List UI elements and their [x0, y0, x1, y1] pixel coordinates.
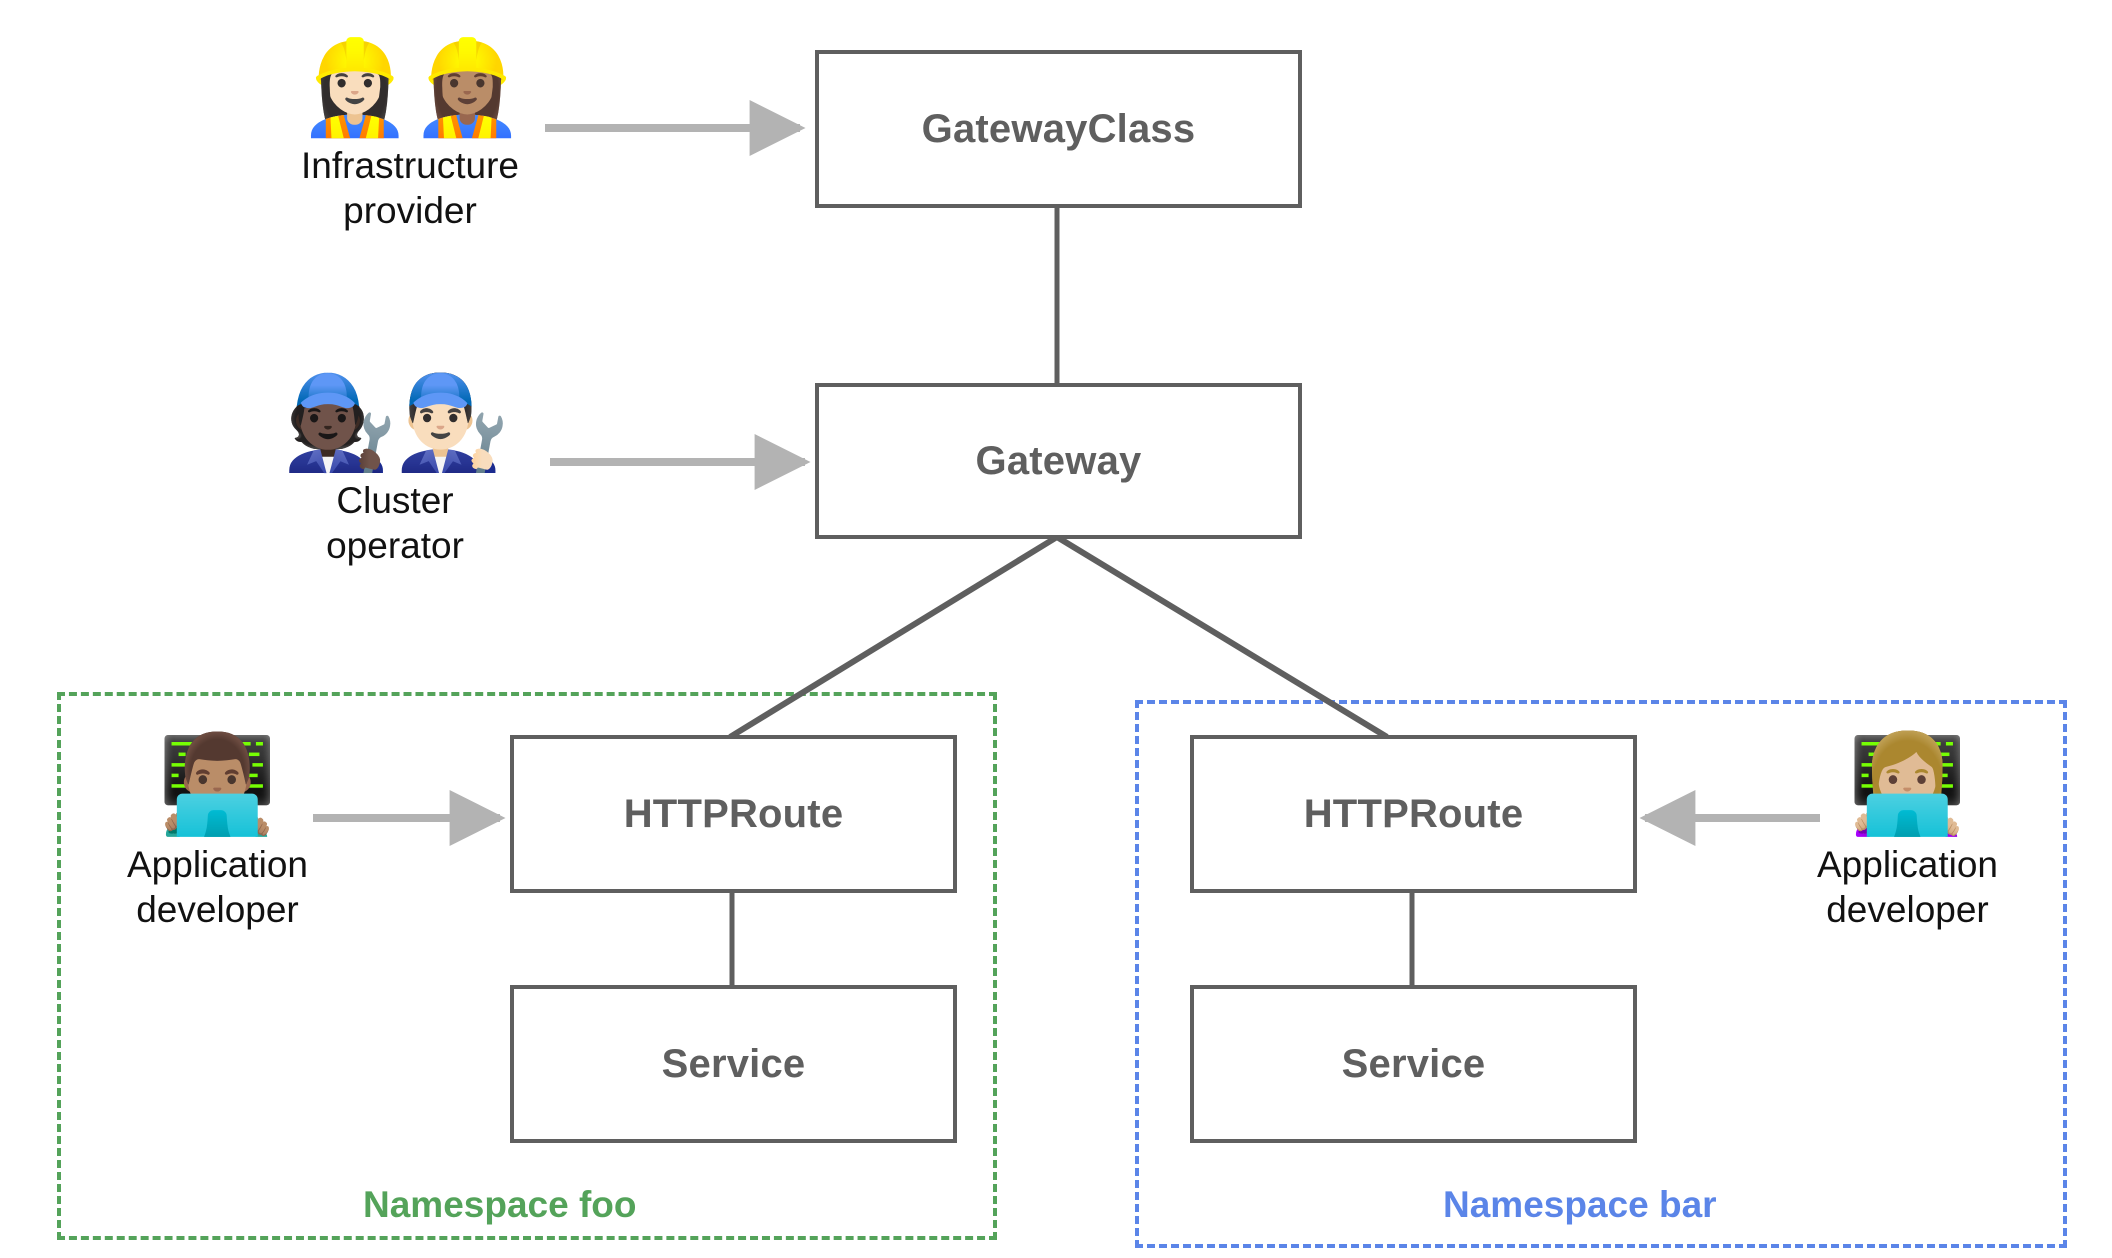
gatewayclass-label: GatewayClass — [921, 107, 1196, 151]
persona-app-developer-foo-caption: Application developer — [126, 843, 308, 930]
persona-infrastructure-provider-caption: Infrastructure provider — [301, 144, 519, 231]
gatewayclass-box[interactable]: GatewayClass — [815, 50, 1302, 208]
namespace-bar-container — [1135, 700, 2067, 1248]
construction-worker-icon: 👷🏻‍♀️👷🏽‍♀️ — [297, 37, 524, 139]
persona-cluster-operator-caption: Cluster operator — [326, 479, 464, 566]
httproute-bar-label: HTTPRoute — [1303, 792, 1524, 836]
httproute-bar-box[interactable]: HTTPRoute — [1190, 735, 1637, 893]
httproute-foo-label: HTTPRoute — [623, 792, 844, 836]
technologist-icon: 👩🏼‍💻 — [1847, 731, 1968, 838]
persona-app-developer-foo: 👨🏽‍💻 Application developer — [105, 731, 330, 932]
persona-app-developer-bar-caption: Application developer — [1816, 843, 1998, 930]
gateway-label: Gateway — [975, 439, 1142, 483]
service-bar-box[interactable]: Service — [1190, 985, 1637, 1143]
mechanic-icon: 🧑🏿‍🔧👨🏻‍🔧 — [282, 372, 509, 474]
persona-infrastructure-provider: 👷🏻‍♀️👷🏽‍♀️ Infrastructure provider — [280, 40, 540, 233]
namespace-foo-label: Namespace foo — [363, 1184, 637, 1225]
service-bar-label: Service — [1341, 1042, 1486, 1086]
service-foo-label: Service — [661, 1042, 806, 1086]
persona-cluster-operator: 🧑🏿‍🔧👨🏻‍🔧 Cluster operator — [270, 375, 520, 568]
technologist-icon: 👨🏽‍💻 — [157, 731, 278, 838]
namespace-bar-label: Namespace bar — [1443, 1184, 1717, 1225]
httproute-foo-box[interactable]: HTTPRoute — [510, 735, 957, 893]
persona-app-developer-bar: 👩🏼‍💻 Application developer — [1795, 731, 2020, 932]
namespace-foo-container — [57, 692, 997, 1240]
gateway-box[interactable]: Gateway — [815, 383, 1302, 539]
service-foo-box[interactable]: Service — [510, 985, 957, 1143]
